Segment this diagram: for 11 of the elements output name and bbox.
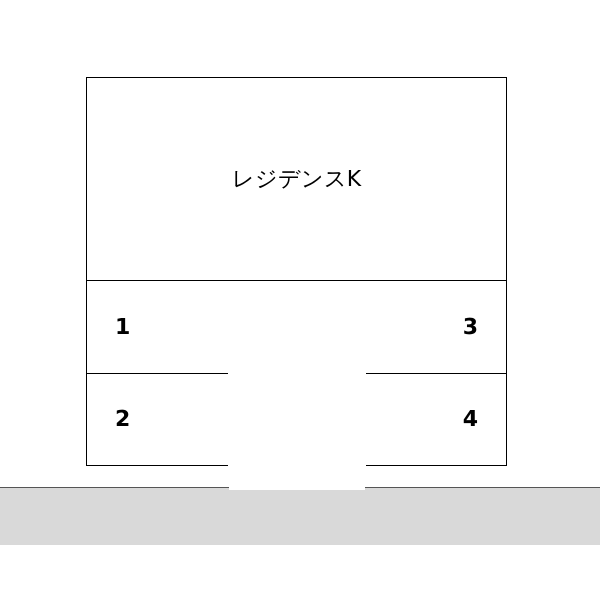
- building-box: [86, 77, 507, 281]
- parking-space: [366, 374, 507, 466]
- space-number: 2: [115, 406, 130, 434]
- space-number: 4: [462, 406, 478, 434]
- parking-space: [86, 281, 228, 374]
- building-name: レジデンスK: [232, 166, 362, 194]
- space-number: 3: [462, 314, 478, 342]
- road-area: [0, 487, 600, 545]
- parking-space: [366, 281, 507, 374]
- space-number: 1: [115, 314, 130, 342]
- parking-space: [86, 374, 228, 466]
